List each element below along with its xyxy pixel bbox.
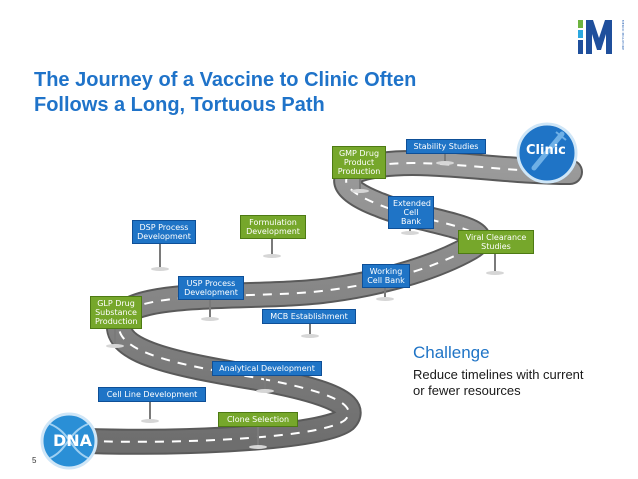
- sign-gmp-line-2: Product: [343, 158, 375, 167]
- challenge-text: Reduce timelines with current or fewer r…: [413, 367, 584, 398]
- merck-millipore-logo: [578, 20, 612, 54]
- sign-formulation-line-2: Development: [246, 227, 300, 236]
- sign-analytical-development: Analytical Development: [212, 361, 322, 376]
- sign-usp-process-development: USP Process Development: [178, 276, 244, 300]
- sign-working-line-1: Working: [369, 267, 403, 276]
- sign-extended-line-1: Extended: [393, 199, 431, 208]
- slide-title-line-2: Follows a Long, Tortuous Path: [34, 94, 325, 116]
- sign-clone-selection-text: Clone Selection: [226, 415, 290, 424]
- slide-title: The Journey of a Vaccine to Clinic Often…: [34, 68, 554, 118]
- sign-formulation-line-1: Formulation: [249, 218, 297, 227]
- sign-gmp-line-3: Production: [337, 167, 381, 176]
- sign-gmp-line-1: GMP Drug: [338, 149, 380, 158]
- sign-mcb-establishment: MCB Establishment: [262, 309, 356, 324]
- sign-glp-line-3: Production: [95, 317, 138, 326]
- sign-formulation-development: Formulation Development: [240, 215, 306, 239]
- dna-badge-label: DNA: [53, 431, 93, 450]
- sign-mcb-text: MCB Establishment: [270, 312, 348, 321]
- sign-stability-studies: Stability Studies: [406, 139, 486, 154]
- sign-usp-line-2: Development: [184, 288, 238, 297]
- sign-analytical-development-text: Analytical Development: [219, 364, 315, 373]
- sign-usp-line-1: USP Process: [186, 279, 236, 288]
- dna-badge: [40, 412, 98, 470]
- logo-subtext: MERCK MILLIPORE: [621, 20, 625, 51]
- sign-glp-line-2: Substance: [95, 308, 137, 317]
- sign-viral-clearance-studies: Viral Clearance Studies: [458, 230, 534, 254]
- sign-glp-drug-substance-production: GLP Drug Substance Production: [90, 296, 142, 329]
- sign-clone-selection: Clone Selection: [218, 412, 298, 427]
- sign-extended-line-2: Cell Bank: [400, 208, 422, 226]
- sign-glp-line-1: GLP Drug: [97, 299, 135, 308]
- clinic-badge: [516, 122, 578, 184]
- sign-working-line-2: Cell Bank: [367, 276, 405, 285]
- sign-extended-cell-bank: Extended Cell Bank: [388, 196, 434, 229]
- sign-viral-line-1: Viral Clearance: [465, 233, 527, 242]
- sign-viral-line-2: Studies: [481, 242, 511, 251]
- challenge-heading: Challenge: [413, 343, 490, 362]
- sign-cell-line-development: Cell Line Development: [98, 387, 206, 402]
- sign-dsp-line-1: DSP Process: [139, 223, 189, 232]
- sign-working-cell-bank: Working Cell Bank: [362, 264, 410, 288]
- sign-stability-text: Stability Studies: [413, 142, 479, 151]
- page-number: 5: [32, 456, 37, 465]
- sign-gmp-drug-product-production: GMP Drug Product Production: [332, 146, 386, 179]
- slide-title-line-1: The Journey of a Vaccine to Clinic Often: [34, 69, 417, 91]
- sign-dsp-line-2: Development: [137, 232, 191, 241]
- sign-cell-line-development-text: Cell Line Development: [106, 390, 198, 399]
- sign-dsp-process-development: DSP Process Development: [132, 220, 196, 244]
- clinic-badge-label: Clinic: [526, 143, 566, 158]
